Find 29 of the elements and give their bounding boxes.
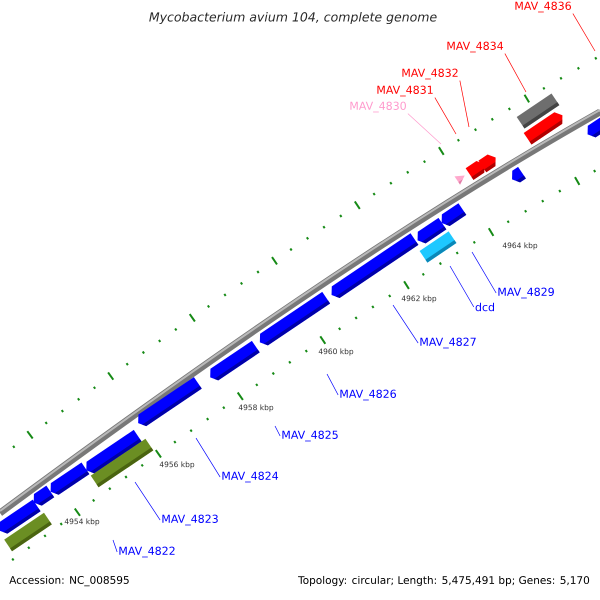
gene-label: MAV_4826 — [340, 390, 396, 400]
leader-line — [450, 266, 474, 308]
gene-label: MAV_4825 — [282, 430, 338, 442]
leader-line — [326, 374, 338, 396]
gene-label: MAV_4827 — [420, 338, 476, 348]
leader-line — [572, 13, 596, 52]
leader-line — [112, 540, 118, 552]
gene-label: MAV_4831 — [377, 86, 433, 96]
leader-line — [504, 53, 526, 92]
gene-label: MAV_4822 — [119, 546, 175, 558]
leader-line — [196, 438, 220, 478]
leader-line — [434, 97, 456, 134]
gene-label: MAV_4830 — [350, 102, 406, 112]
leader-line — [460, 80, 470, 128]
leader-line — [274, 426, 280, 436]
leader-line — [408, 113, 442, 144]
gene-label: MAV_4836 — [515, 2, 571, 12]
gene-label: MAV_4824 — [222, 472, 278, 482]
leader-line — [134, 482, 160, 520]
gene-label: MAV_4823 — [162, 514, 218, 526]
gene-label: MAV_4832 — [402, 68, 458, 80]
title: Mycobacterium avium 104, complete genome — [149, 12, 437, 24]
footer-text: Accession: NC_008595 — [9, 576, 129, 586]
footer-text: Topology: circular; Length: 5,475,491 bp; Genes: 5,170 — [298, 576, 590, 586]
gene-label: MAV_4834 — [447, 42, 504, 52]
leader-line — [472, 252, 496, 294]
leader-line — [392, 304, 418, 344]
gene-label: MAV_4829 — [498, 288, 554, 298]
gene-label: dcd — [476, 302, 494, 312]
